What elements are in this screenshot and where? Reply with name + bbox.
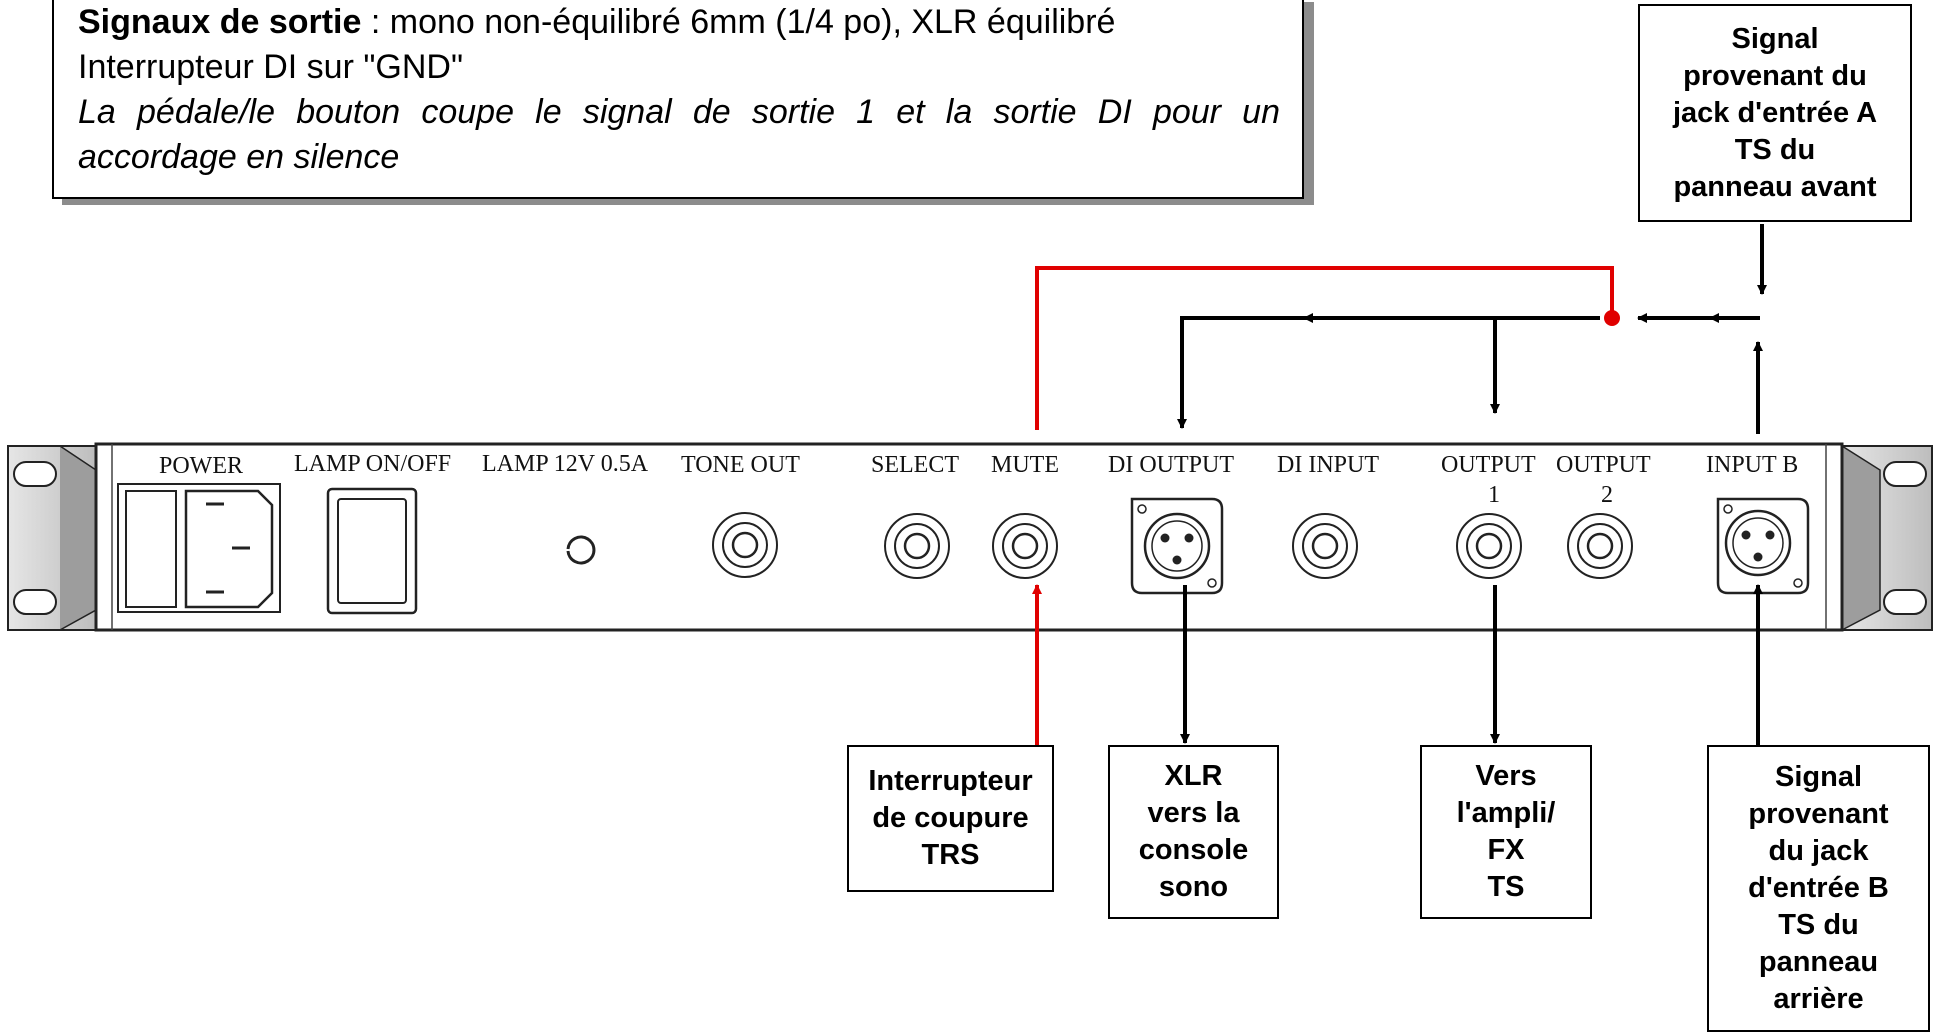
jack-output-1 bbox=[1456, 513, 1522, 579]
rack-ear-left-slot-bottom bbox=[13, 589, 57, 615]
callout-input-b-text: Signal provenant du jack d'entrée B TS d… bbox=[1748, 761, 1889, 1015]
callout-ampli-fx: Vers l'ampli/ FX TS bbox=[1420, 745, 1592, 919]
mute-junction-dot bbox=[1604, 310, 1620, 326]
lamp-switch bbox=[326, 487, 418, 615]
info-line-2: Interrupteur DI sur "GND" bbox=[78, 48, 464, 86]
jack-di-input bbox=[1292, 513, 1358, 579]
label-lamp-rating: LAMP 12V 0.5A bbox=[482, 451, 649, 477]
info-line-1-bold: Signaux de sortie bbox=[78, 3, 362, 41]
rack-ear-right-slot-top bbox=[1883, 461, 1927, 487]
lamp-socket bbox=[566, 535, 596, 565]
label-mute: MUTE bbox=[991, 452, 1059, 478]
rack-ear-right-slot-bottom bbox=[1883, 589, 1927, 615]
info-box: Signaux de sortie : mono non-équilibré 6… bbox=[52, 0, 1304, 199]
info-line-1: Signaux de sortie : mono non-équilibré 6… bbox=[78, 0, 1280, 45]
jack-tone-out bbox=[712, 512, 778, 578]
callout-input-a: Signal provenant du jack d'entrée A TS d… bbox=[1638, 4, 1912, 222]
jack-select bbox=[884, 513, 950, 579]
callout-xlr-console-text: XLR vers la console sono bbox=[1138, 760, 1249, 903]
jack-output-2 bbox=[1567, 513, 1633, 579]
xlr-di-output bbox=[1130, 497, 1224, 595]
jack-mute bbox=[992, 513, 1058, 579]
label-tone-out: TONE OUT bbox=[681, 452, 800, 478]
main-signal-path bbox=[1177, 224, 1767, 745]
label-output-1-num: 1 bbox=[1488, 482, 1500, 508]
callout-input-b: Signal provenant du jack d'entrée B TS d… bbox=[1707, 745, 1930, 1032]
xlr-input-b bbox=[1716, 497, 1810, 595]
rack-ear-left bbox=[7, 445, 97, 631]
power-inlet bbox=[117, 483, 281, 613]
label-select: SELECT bbox=[871, 452, 959, 478]
label-output-1: OUTPUT bbox=[1441, 452, 1536, 478]
label-output-2-num: 2 bbox=[1601, 482, 1613, 508]
rack-ear-left-slot-top bbox=[13, 461, 57, 487]
label-di-input: DI INPUT bbox=[1277, 452, 1379, 478]
label-lamp-switch: LAMP ON/OFF bbox=[294, 451, 451, 477]
info-line-3: La pédale/le bouton coupe le signal de s… bbox=[78, 93, 1280, 176]
mute-signal-path bbox=[1032, 266, 1620, 745]
callout-mute-switch: Interrupteur de coupure TRS bbox=[847, 745, 1054, 892]
label-input-b: INPUT B bbox=[1706, 452, 1798, 478]
callout-mute-switch-text: Interrupteur de coupure TRS bbox=[868, 765, 1033, 871]
info-line-1-rest: : mono non-équilibré 6mm (1/4 po), XLR é… bbox=[361, 3, 1116, 41]
callout-xlr-console: XLR vers la console sono bbox=[1108, 745, 1279, 919]
label-power: POWER bbox=[159, 453, 243, 479]
callout-input-a-text: Signal provenant du jack d'entrée A TS d… bbox=[1672, 22, 1878, 203]
label-output-2: OUTPUT bbox=[1556, 452, 1651, 478]
label-di-output: DI OUTPUT bbox=[1108, 452, 1234, 478]
callout-ampli-fx-text: Vers l'ampli/ FX TS bbox=[1456, 760, 1556, 903]
rack-ear-right bbox=[1841, 445, 1933, 631]
